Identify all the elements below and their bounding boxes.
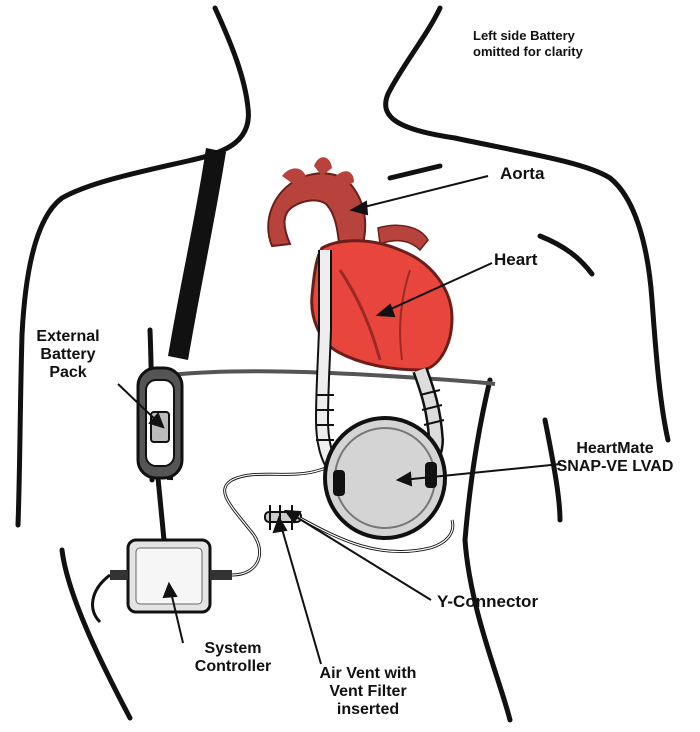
neck-right xyxy=(386,8,455,138)
label-battery-line-1: External xyxy=(18,328,118,346)
label-external-battery-pack: External Battery Pack xyxy=(18,328,118,382)
label-lvad-line-1: HeartMate xyxy=(535,440,695,458)
label-lvad-line-2: SNAP-VE LVAD xyxy=(535,458,695,476)
label-controller-line-1: System xyxy=(178,640,288,658)
battery-cable xyxy=(158,478,164,540)
collar-bone-right xyxy=(390,166,440,178)
label-aorta: Aorta xyxy=(500,164,544,183)
shoulder-strap xyxy=(168,148,226,360)
label-controller-line-2: Controller xyxy=(178,658,288,676)
label-system-controller: System Controller xyxy=(178,640,288,676)
system-controller xyxy=(93,540,232,622)
note-line-1: Left side Battery xyxy=(473,28,583,44)
label-air-vent-line-1: Air Vent with xyxy=(298,665,438,683)
label-battery-line-2: Battery xyxy=(18,346,118,364)
label-y-connector: Y-Connector xyxy=(437,592,538,611)
label-heart: Heart xyxy=(494,250,537,269)
label-air-vent-line-3: inserted xyxy=(298,701,438,719)
aorta xyxy=(268,157,428,252)
abdomen-line xyxy=(170,371,495,384)
label-air-vent: Air Vent with Vent Filter inserted xyxy=(298,665,438,719)
neck-left xyxy=(192,8,248,160)
label-heartmate-lvad: HeartMate SNAP-VE LVAD xyxy=(535,440,695,476)
label-battery-line-3: Pack xyxy=(18,364,118,382)
note-battery-omitted: Left side Battery omitted for clarity xyxy=(473,28,583,61)
right-torso xyxy=(465,380,510,720)
heart xyxy=(312,241,452,370)
chest-line-right xyxy=(540,236,592,274)
label-air-vent-line-2: Vent Filter xyxy=(298,683,438,701)
note-line-2: omitted for clarity xyxy=(473,44,583,60)
